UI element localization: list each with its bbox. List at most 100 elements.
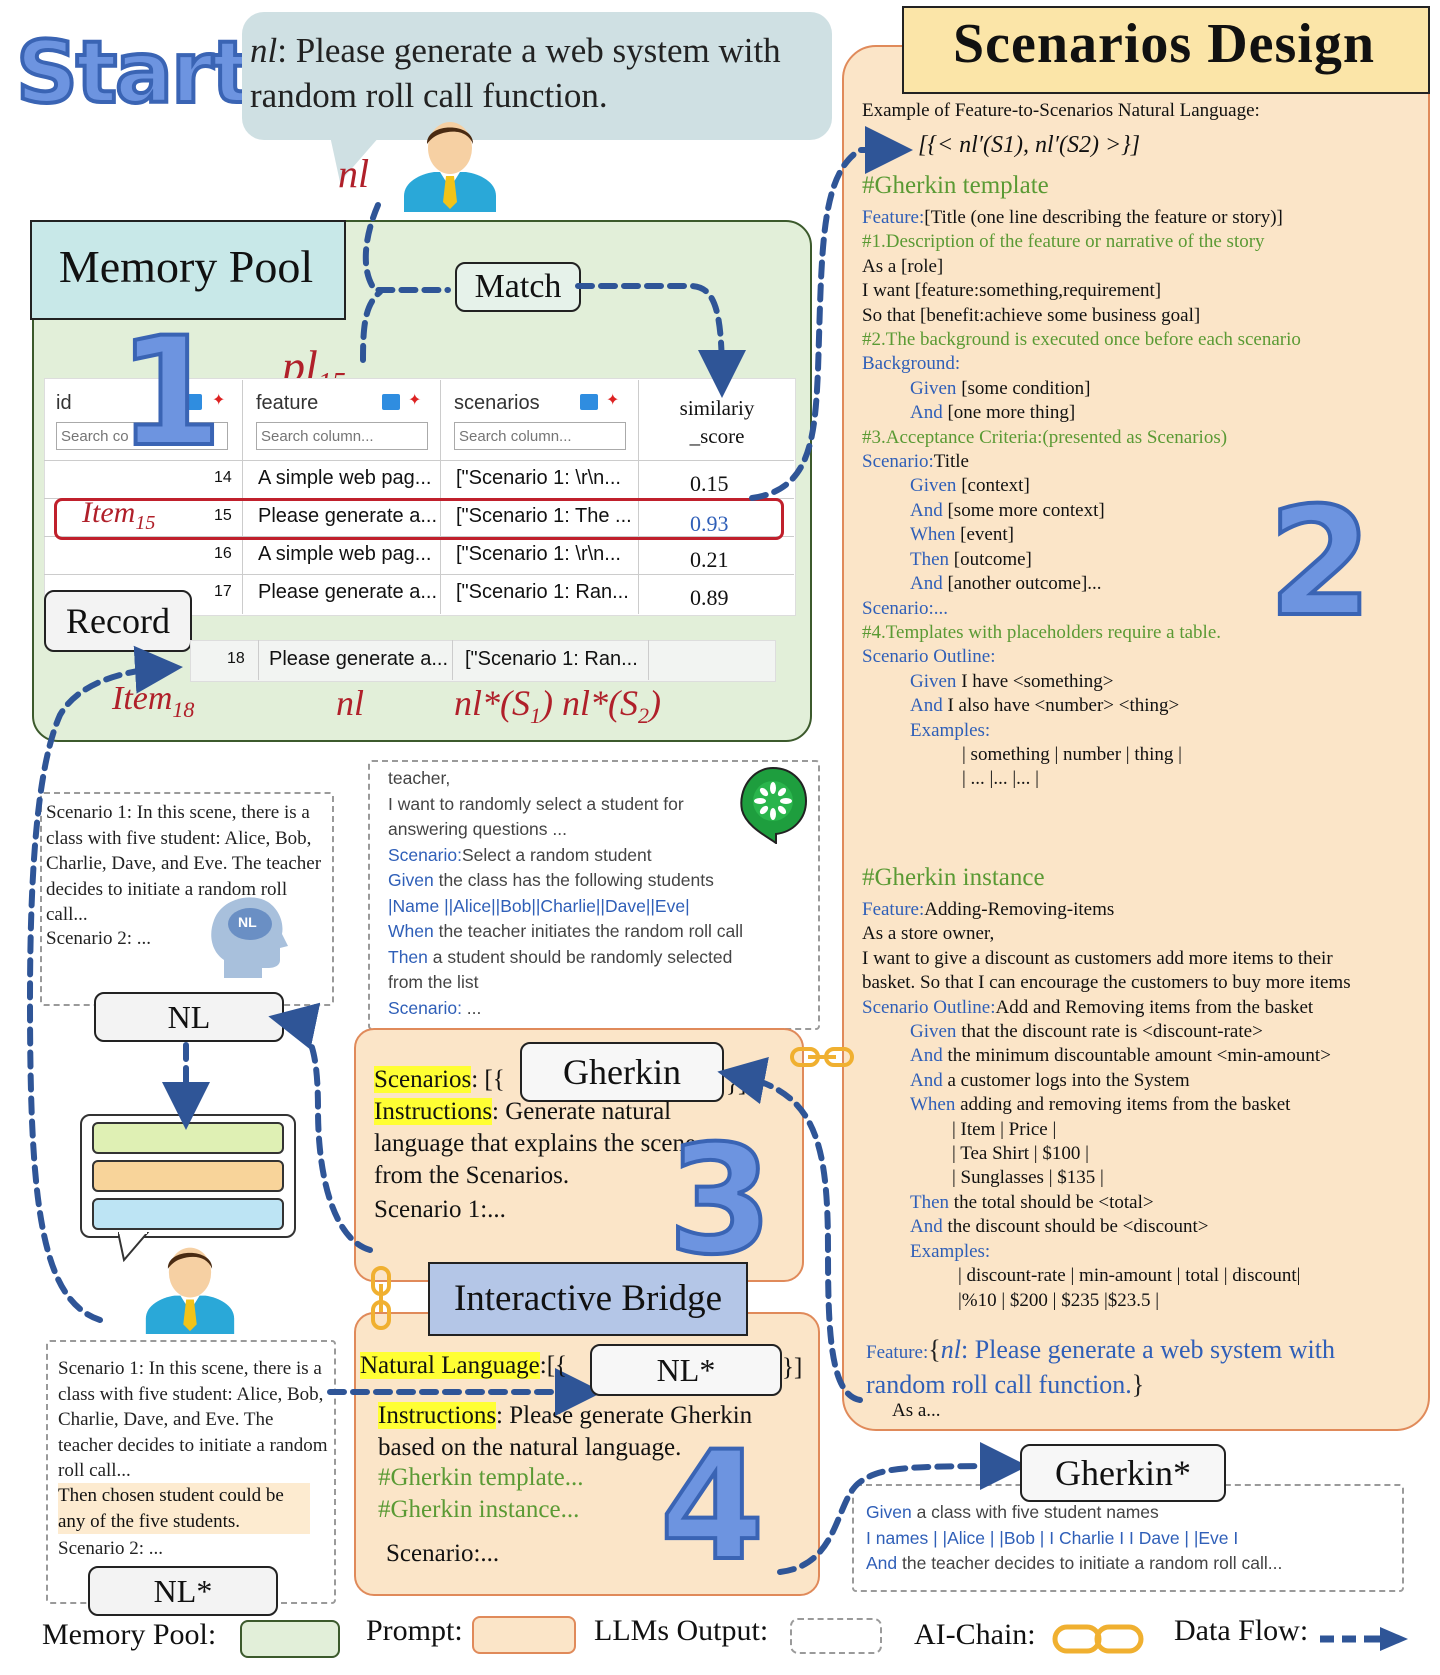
instructions-kw: Instructions <box>374 1098 493 1125</box>
gherkin-keyword: Then <box>910 548 950 570</box>
gherkin-line: | Tea Shirt | $100 | <box>862 1142 1422 1166</box>
gherkin-line: Given I have <something> <box>862 670 1422 694</box>
id-search-input[interactable] <box>56 422 228 450</box>
gherkin-line: #3.Acceptance Criteria:(presented as Sce… <box>862 426 1228 448</box>
gherkin-keyword: Scenario Outline: <box>862 996 996 1018</box>
gherkin-line: And the discount should be <discount> <box>862 1215 1422 1239</box>
row-scenarios: ["Scenario 1: The ... <box>456 505 632 527</box>
gherkin-line: | something | number | thing | <box>862 743 1422 767</box>
gherkin-text: that the discount rate is <discount-rate… <box>956 1021 1263 1043</box>
feature-search-input[interactable] <box>256 422 428 450</box>
gherkin-keyword: Scenario Outline: <box>862 646 996 668</box>
row-feature: A simple web pag... <box>258 543 432 565</box>
gherkin-keyword: And <box>910 573 943 595</box>
gherkin-text: [Title (one line describing the feature … <box>924 207 1283 228</box>
llm-layer-green <box>92 1122 284 1154</box>
gherkin-template-lines: Feature:[Title (one line describing the … <box>862 206 1422 792</box>
prompt4-scenario: Scenario:... <box>386 1540 500 1567</box>
row-feature: Please generate a... <box>258 505 438 527</box>
gherkin-line: Feature:[Title (one line describing the … <box>862 206 1422 230</box>
gherkin-line: | Sunglasses | $135 | <box>862 1166 1422 1190</box>
s2-sub: 2 <box>638 703 649 729</box>
gherkin-text: the teacher decides to initiate a random… <box>897 1553 1283 1573</box>
nl-under-label: nl <box>336 683 365 723</box>
gherkin-text: [outcome] <box>949 548 1032 570</box>
design-as-a: As a... <box>892 1400 941 1421</box>
gherkin-line: teacher, <box>388 768 451 788</box>
col-header-feature-label: feature <box>256 392 319 414</box>
col-header-scenarios-label: scenarios <box>454 392 540 414</box>
gherkin-line: Then the total should be <total> <box>862 1191 1422 1215</box>
request-body: : Please generate a web system with rand… <box>250 31 781 115</box>
gherkin-keyword: Given <box>910 475 957 497</box>
gherkin-line: Scenario:... <box>862 597 1422 621</box>
match-label-text: Match <box>474 268 562 305</box>
example-caption: Example of Feature-to-Scenarios Natural … <box>862 100 1260 121</box>
gherkin-star-chip-text: Gherkin* <box>1055 1453 1191 1493</box>
gherkin-line: Scenario Outline:Add and Removing items … <box>862 996 1422 1020</box>
gherkin-line: Scenario: ... <box>388 996 808 1022</box>
instructions-text: : Generate natural language that explain… <box>374 1098 697 1189</box>
gherkin-text: Title <box>933 451 969 473</box>
gherkin-line: Given a class with five student names <box>866 1500 1396 1526</box>
data-flow-arrow-icon <box>1320 1627 1408 1651</box>
gherkin-text: a customer logs into the System <box>942 1069 1190 1091</box>
gherkin-keyword: Given <box>910 1021 957 1043</box>
pin-icon[interactable]: ✦ <box>606 392 620 409</box>
gherkin-keyword: Feature: <box>862 207 925 228</box>
llm-layer-orange <box>92 1160 284 1192</box>
text-type-icon[interactable] <box>382 394 400 410</box>
interactive-bridge-label: Interactive Bridge <box>428 1262 748 1336</box>
gherkin-text: the total should be <total> <box>949 1191 1154 1213</box>
gherkin-text: adding and removing items from the baske… <box>955 1094 1291 1116</box>
kw: Then <box>388 946 428 967</box>
scenarios-search-input[interactable] <box>454 422 626 450</box>
col-header-feature: feature ✦ <box>242 380 441 460</box>
gherkin-line: #2.The background is executed once befor… <box>862 329 1301 351</box>
gherkin-keyword: Examples: <box>910 719 991 741</box>
gherkin-line: I want to give a discount as customers a… <box>862 947 1422 971</box>
gherkin-line: Then a student should be randomly select… <box>388 945 808 971</box>
best-match-highlight <box>54 498 784 540</box>
gherkin-line: Background: <box>862 352 1422 376</box>
pin-icon[interactable]: ✦ <box>408 392 422 409</box>
row-id: 15 <box>214 507 232 524</box>
gherkin-text: ... <box>461 997 482 1018</box>
gherkin-line: Examples: <box>862 1240 1422 1264</box>
sort-icon[interactable] <box>186 394 202 410</box>
legend-prompt: Prompt: <box>366 1614 463 1647</box>
feature-text: : Please generate a web system with rand… <box>866 1335 1335 1399</box>
gherkin-text: | something | number | thing | <box>962 743 1182 765</box>
gherkin-chip: Gherkin <box>520 1042 724 1102</box>
table-row[interactable]: 14 A simple web pag... ["Scenario 1: \r\… <box>44 460 794 499</box>
user-nl-label: nl <box>338 151 370 196</box>
gherkin-text: [context] <box>956 475 1030 497</box>
scenarios-rest: : [{ <box>471 1066 505 1093</box>
scenarios-design-title: Scenarios Design <box>953 13 1375 75</box>
nl-rest: :[{ <box>539 1352 568 1379</box>
text-type-icon[interactable] <box>580 394 598 410</box>
gherkin-line: | discount-rate | min-amount | total | d… <box>862 1264 1422 1288</box>
table-row[interactable]: 16 A simple web pag... ["Scenario 1: \r\… <box>44 536 794 575</box>
gherkin-line: basket. So that I can encourage the cust… <box>862 971 1422 995</box>
prompt3-scenario1: Scenario 1:... <box>374 1196 506 1223</box>
gherkin-line: And a customer logs into the System <box>862 1069 1422 1093</box>
row-scenarios: ["Scenario 1: Ran... <box>465 648 638 670</box>
nl-star-s2: nl*(S <box>562 683 638 723</box>
instructions-text: : Please generate Gherkin based on the n… <box>378 1402 753 1461</box>
new-table-row[interactable]: 18 Please generate a... ["Scenario 1: Ra… <box>190 640 776 682</box>
scenarios-kw: Scenarios <box>374 1066 472 1093</box>
nl-star-chip-text: NL* <box>656 1352 716 1388</box>
gherkin-line: Then [outcome] <box>862 548 1422 572</box>
prompt4-instance: #Gherkin instance... <box>378 1496 580 1523</box>
gherkin-table-row: I names | |Alice | |Bob | I Charlie I I … <box>866 1527 1239 1548</box>
row-feature: Please generate a... <box>269 648 449 670</box>
prompt3-scenarios-line: Scenarios: [{ <box>374 1066 505 1094</box>
feature-open: { <box>928 1335 941 1364</box>
gherkin-text: the class has the following students <box>433 870 714 890</box>
table-row[interactable]: 17 Please generate a... ["Scenario 1: Ra… <box>44 574 794 613</box>
prompt4-instructions: Instructions: Please generate Gherkin ba… <box>378 1400 798 1464</box>
gherkin-line: from the list <box>388 972 479 992</box>
pin-icon[interactable]: ✦ <box>212 392 226 409</box>
row-score: 0.89 <box>690 585 729 610</box>
